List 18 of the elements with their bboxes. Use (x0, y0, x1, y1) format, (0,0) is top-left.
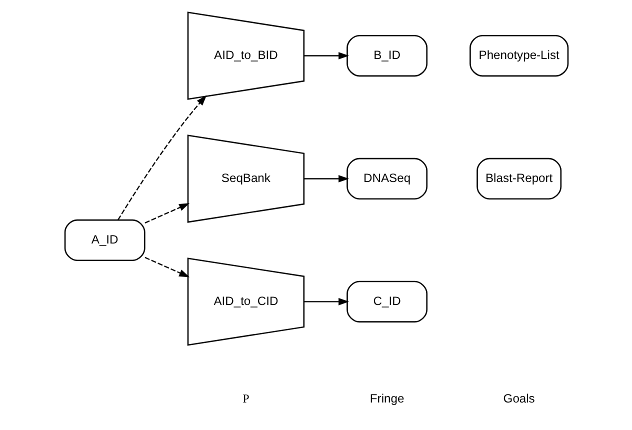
node-box: A_ID (64, 219, 145, 261)
node-box: DNASeq (346, 158, 428, 200)
arrow (144, 256, 190, 278)
node-box: B_ID (346, 34, 428, 77)
node-box: SeqBank (186, 134, 304, 223)
node-box: AID_to_BID (186, 12, 304, 100)
label: Fringe (369, 392, 404, 406)
node-box: AID_to_CID (186, 258, 304, 346)
label: P (242, 392, 249, 406)
arrow (116, 95, 206, 220)
arrow (303, 175, 349, 182)
arrow (144, 203, 190, 224)
node-box: Phenotype-List (469, 34, 568, 77)
arrow (303, 298, 349, 306)
arrow (303, 52, 349, 60)
node-box: Blast-Report (476, 158, 562, 200)
label: Goals (502, 392, 534, 406)
node-box: C_ID (346, 280, 428, 322)
